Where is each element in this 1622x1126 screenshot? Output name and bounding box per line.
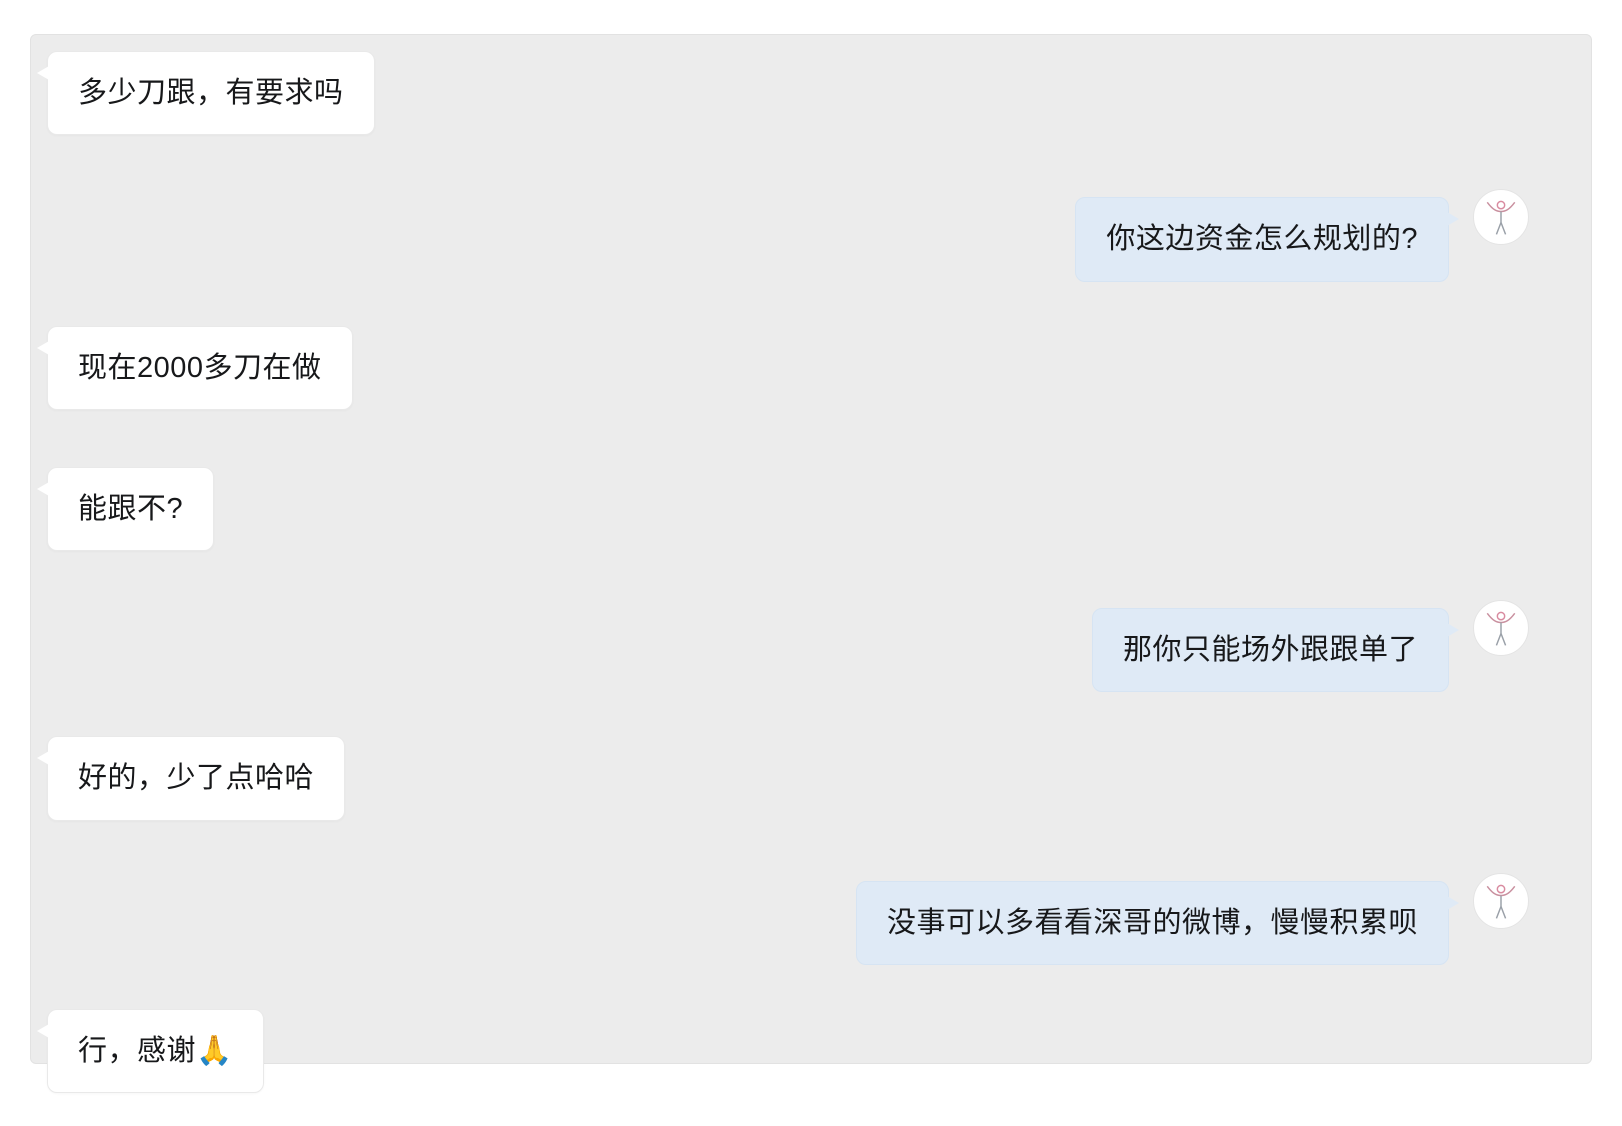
message-text: 现在2000多刀在做 <box>78 351 322 384</box>
incoming-message-bubble[interactable]: 好的，少了点哈哈 <box>36 736 346 821</box>
message-text: 没事可以多看看深哥的微博，慢慢积累呗 <box>886 906 1418 939</box>
message-row: 没事可以多看看深哥的微博，慢慢积累呗 <box>47 872 1529 965</box>
incoming-message-bubble[interactable]: 多少刀跟，有要求吗 <box>37 51 375 136</box>
incoming-message-bubble[interactable]: 行，感谢🙏 <box>37 1008 264 1093</box>
message-row: 那你只能场外跟跟单了 <box>47 600 1529 693</box>
message-row: 现在2000多刀在做 <box>37 325 1529 410</box>
outgoing-message-bubble[interactable]: 那你只能场外跟跟单了 <box>1091 608 1460 693</box>
message-row: 你这边资金怎么规划的? <box>47 189 1529 282</box>
avatar[interactable] <box>1473 872 1529 929</box>
message-row: 好的，少了点哈哈 <box>36 736 1529 821</box>
message-text: 多少刀跟，有要求吗 <box>78 77 344 109</box>
dancing-figure-icon <box>1479 195 1523 239</box>
avatar[interactable] <box>1473 600 1529 656</box>
dancing-figure-icon <box>1479 879 1523 923</box>
chat-conversation-panel: 多少刀跟，有要求吗 你这边资金怎么规划的? 现在2000多刀在做 能跟不 <box>30 34 1592 1093</box>
message-row: 能跟不? <box>36 466 1529 551</box>
outgoing-message-bubble[interactable]: 没事可以多看看深哥的微博，慢慢积累呗 <box>855 880 1460 965</box>
message-row: 多少刀跟，有要求吗 <box>37 51 1529 136</box>
outgoing-message-bubble[interactable]: 你这边资金怎么规划的? <box>1075 197 1459 282</box>
message-text: 能跟不? <box>78 492 184 525</box>
message-text: 好的，少了点哈哈 <box>78 762 315 795</box>
incoming-message-bubble[interactable]: 现在2000多刀在做 <box>37 325 353 410</box>
message-text: 行，感谢🙏 <box>78 1034 233 1067</box>
message-text: 你这边资金怎么规划的? <box>1106 223 1418 256</box>
message-row: 行，感谢🙏 <box>37 1008 1529 1093</box>
incoming-message-bubble[interactable]: 能跟不? <box>36 466 215 551</box>
avatar[interactable] <box>1473 189 1529 246</box>
message-text: 那你只能场外跟跟单了 <box>1122 634 1418 666</box>
dancing-figure-icon <box>1479 606 1523 650</box>
